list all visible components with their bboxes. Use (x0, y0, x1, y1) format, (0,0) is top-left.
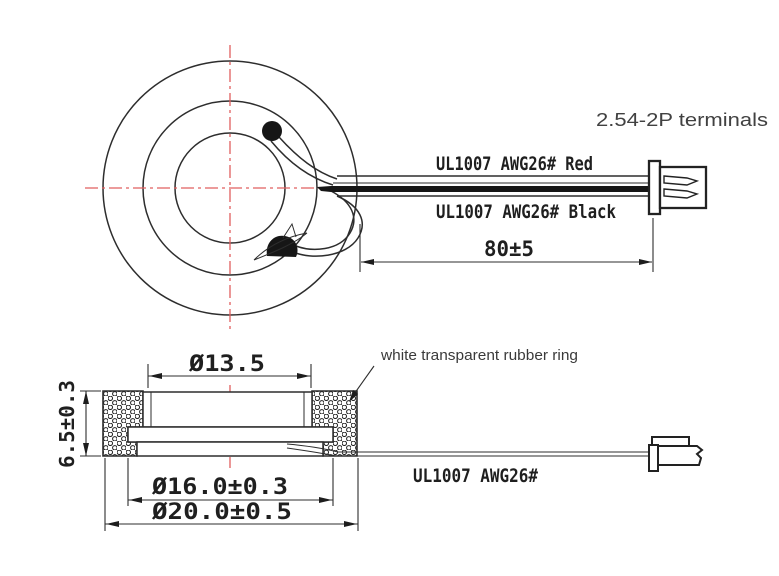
leader-line-rubber-ring (351, 365, 375, 398)
dim-arrow-left (106, 521, 119, 527)
label-wire-red: UL1007 AWG26# Red (436, 153, 593, 175)
centerlines-top-view (85, 45, 333, 330)
label-terminals: 2.54-2P terminals (596, 110, 768, 130)
dim-arrow-right (297, 373, 310, 379)
dim-outer-diameter: Ø20.0±0.5 (104, 458, 359, 531)
dim-arrow-left (149, 373, 162, 379)
connector-pin-2 (663, 188, 700, 199)
side-view: Ø13.5 6.5±0.3 Ø16.0±0.3 Ø20.0 (55, 347, 704, 531)
dim-arrow-right (319, 497, 332, 503)
connector-flange-side (648, 444, 659, 472)
dim-inner-diameter-text: Ø13.5 (188, 352, 265, 377)
top-view: 80±5 UL1007 AWG26# Red UL1007 AWG26# Bla… (85, 45, 768, 330)
top-cap (142, 391, 313, 428)
dim-height: 6.5±0.3 (55, 380, 101, 468)
connector-flange (647, 159, 662, 216)
connector-pin-1 (663, 175, 700, 186)
red-wire-curve (278, 136, 338, 180)
side-wire-top (286, 443, 649, 453)
dim-height-text: 6.5±0.3 (55, 380, 79, 468)
connector-body (658, 165, 708, 210)
dim-arrow-up (83, 391, 89, 404)
solder-joint-top (262, 121, 282, 141)
dim-arrow-left (361, 259, 374, 265)
dim-arrow-right (639, 259, 652, 265)
label-wire-black: UL1007 AWG26# Black (436, 201, 616, 223)
connector-2p-side (648, 436, 704, 472)
red-wire-curve-inner (270, 140, 334, 186)
dim-wire-length: 80±5 (359, 218, 654, 272)
connector-body-side (657, 445, 704, 466)
dim-outer-diameter-text: Ø20.0±0.5 (151, 500, 292, 525)
middle-plate (127, 426, 334, 443)
black-wire-loop-inner (295, 190, 355, 251)
black-wire-loop-outer (292, 195, 363, 257)
dim-arrow-right (344, 521, 357, 527)
dim-arrow-left (129, 497, 142, 503)
wire-bundle-dark-core (331, 186, 649, 192)
leader-arrow (349, 390, 358, 402)
dim-wire-length-text: 80±5 (484, 237, 534, 261)
wire-bundle-taper (317, 186, 331, 192)
solder-tab-outline (253, 232, 308, 261)
wire-crimp-detail (282, 222, 297, 239)
wire-bundle (317, 175, 649, 197)
connector-2p-top (647, 159, 708, 216)
dim-arrow-down (83, 443, 89, 456)
label-wire-side: UL1007 AWG26# (413, 465, 538, 487)
dim-inner-diameter: Ø13.5 (147, 352, 312, 388)
side-wire-bottom (286, 447, 649, 457)
dim-disc-diameter-text: Ø16.0±0.3 (151, 475, 288, 500)
dim-disc-diameter: Ø16.0±0.3 (127, 458, 334, 506)
label-rubber-ring: white transparent rubber ring (380, 347, 578, 364)
